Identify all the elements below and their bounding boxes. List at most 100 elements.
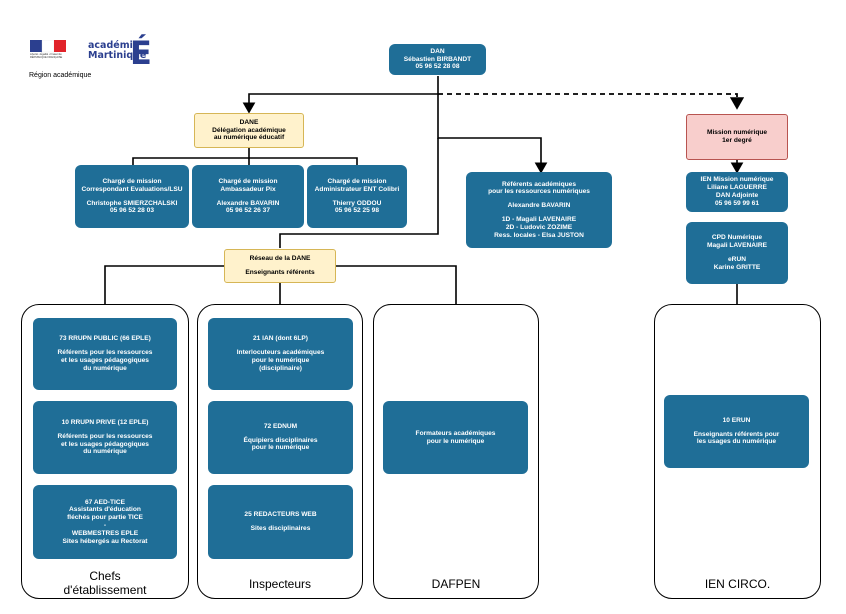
academie-logo: académie Martinique É xyxy=(88,34,160,72)
box-line: 67 AED-TICE xyxy=(84,498,126,506)
box-line: pour le numérique xyxy=(426,437,485,445)
dane-box: DANE Délégation académique au numérique … xyxy=(194,113,304,148)
box-line: 10 RRUPN PRIVE (12 EPLE) xyxy=(61,418,149,426)
dan-line: DAN xyxy=(430,47,445,55)
panel-dafpen-label: DAFPEN xyxy=(431,577,481,591)
box-line: pour le numérique xyxy=(251,444,310,452)
box-line: Référents pour les ressources xyxy=(57,432,153,440)
box-line: 25 REDACTEURS WEB xyxy=(244,511,317,519)
box-line: Interlocuteurs académiques xyxy=(236,349,325,357)
dane-line: Délégation académique xyxy=(212,126,286,134)
connector-reseau-panels xyxy=(104,265,457,304)
cpd-line: CPD Numérique xyxy=(711,234,763,242)
charge-line: Thierry ODDOU xyxy=(332,199,382,207)
box-line: Sites disciplinaires xyxy=(250,525,311,532)
box-line: 10 ERUN xyxy=(722,416,751,424)
charge-box-pix: Chargé de mission Ambassadeur Pix Alexan… xyxy=(192,165,304,228)
cpd-line: Karine GRITTE xyxy=(713,263,761,271)
panel-ien-label: IEN CIRCO. xyxy=(704,577,771,591)
box-line: WEBMESTRES EPLE xyxy=(71,529,139,537)
panel-inspecteurs-label: Inspecteurs xyxy=(248,577,312,591)
charge-box-evaluations: Chargé de mission Correspondant Evaluati… xyxy=(75,165,189,228)
panel-chefs-label: Chefs d'établissement xyxy=(63,569,147,597)
rrupn-public-box: 73 RRUPN PUBLIC (66 EPLE) Référents pour… xyxy=(33,318,177,390)
aed-tice-box: 67 AED-TICE Assistants d'éducation fléch… xyxy=(33,485,177,559)
box-line: les usages du numérique xyxy=(696,438,777,446)
charge-line: Chargé de mission xyxy=(327,177,387,185)
referents-box: Référents académiques pour les ressource… xyxy=(466,172,612,248)
connector-dan-referents xyxy=(437,94,548,174)
ien-mission-line: 05 96 59 99 61 xyxy=(715,199,759,207)
box-line: Enseignants référents pour xyxy=(693,430,780,438)
referents-line: Référents académiques xyxy=(501,180,577,188)
referents-line: 2D - Ludovic ZOZIME xyxy=(505,223,573,231)
redacteurs-web-box: 25 REDACTEURS WEB Sites disciplinaires xyxy=(208,485,353,559)
charge-line: Alexandre BAVARIN xyxy=(216,199,280,207)
charge-line: 05 96 52 28 03 xyxy=(110,207,154,215)
cpd-line: Magali LAVENAIRE xyxy=(707,242,767,250)
reseau-box: Réseau de la DANE Enseignants référents xyxy=(224,249,336,283)
charge-line: Ambassadeur Pix xyxy=(220,185,276,193)
dane-line: au numérique éducatif xyxy=(213,134,285,142)
charge-line: 05 96 52 26 37 xyxy=(226,207,270,215)
mission-numerique-box: Mission numérique 1er degré xyxy=(686,114,788,160)
dan-box: DAN Sébastien BIRBANDT 05 96 52 28 08 xyxy=(389,44,486,75)
mission-line: Mission numérique xyxy=(706,129,768,137)
flag-caption: Liberté • Égalité • Fraternité RÉPUBLIQU… xyxy=(30,53,63,59)
logo-line2: Martinique xyxy=(88,50,147,61)
ian-box: 21 IAN (dont 6LP) Interlocuteurs académi… xyxy=(208,318,353,390)
charge-box-ent: Chargé de mission Administrateur ENT Col… xyxy=(307,165,407,228)
box-line: 72 EDNUM xyxy=(263,422,298,430)
referents-line: Ress. locales - Elsa JUSTON xyxy=(494,231,584,239)
box-line: du numérique xyxy=(83,448,127,456)
formateurs-box: Formateurs académiques pour le numérique xyxy=(383,401,528,474)
box-line: et les usages pédagogiques xyxy=(61,357,149,364)
box-line: et les usages pédagogiques xyxy=(61,440,149,448)
reseau-line: Réseau de la DANE xyxy=(249,255,311,263)
dan-line: Sébastien BIRBANDT xyxy=(403,55,472,63)
referents-line: pour les ressources numériques xyxy=(488,188,590,196)
box-line: fléchés pour partie TICE xyxy=(67,514,143,522)
referents-line: 1D - Magali LAVENAIRE xyxy=(501,216,577,223)
box-line: pour le numérique xyxy=(251,357,310,364)
box-line: Équipiers disciplinaires xyxy=(243,436,318,444)
ednum-box: 72 EDNUM Équipiers disciplinaires pour l… xyxy=(208,401,353,474)
box-line: Sites hébergés au Rectorat xyxy=(62,537,148,545)
ien-mission-line: Liliane LAGUERRE xyxy=(707,184,767,192)
box-line: Formateurs académiques xyxy=(415,429,496,437)
mission-line: 1er degré xyxy=(722,137,752,144)
box-line: (disciplinaire) xyxy=(259,364,302,372)
logo-e-letter: É xyxy=(130,34,152,72)
box-line: du numérique xyxy=(83,364,127,372)
rrupn-prive-box: 10 RRUPN PRIVE (12 EPLE) Référents pour … xyxy=(33,401,177,474)
charge-line: 05 96 52 25 98 xyxy=(335,207,379,215)
connector-dan-reseau xyxy=(279,138,439,248)
ien-mission-line: DAN Adjointe xyxy=(715,192,759,199)
cpd-line: eRUN xyxy=(728,256,746,263)
ien-mission-box: IEN Mission numérique Liliane LAGUERRE D… xyxy=(686,172,788,212)
flag-icon xyxy=(30,39,66,53)
charge-line: Administrateur ENT Colibri xyxy=(314,185,400,193)
box-line: 21 IAN (dont 6LP) xyxy=(253,335,308,343)
republic-flag-logo: Liberté • Égalité • Fraternité RÉPUBLIQU… xyxy=(30,39,68,68)
reseau-line: Enseignants référents xyxy=(245,269,315,276)
connector-dan-mission-dashed xyxy=(438,93,745,110)
box-line: 73 RRUPN PUBLIC (66 EPLE) xyxy=(59,335,151,343)
dane-line: DANE xyxy=(239,118,259,126)
cpd-box: CPD Numérique Magali LAVENAIRE eRUN Kari… xyxy=(686,222,788,284)
referents-line: Alexandre BAVARIN xyxy=(507,202,571,210)
logo-line1: académie xyxy=(88,40,140,51)
box-line: - xyxy=(103,522,107,529)
box-line: Référents pour les ressources xyxy=(57,349,153,357)
charge-line: Correspondant Evaluations/LSU xyxy=(81,185,183,193)
erun-box: 10 ERUN Enseignants référents pour les u… xyxy=(664,395,809,468)
charge-line: Christophe SMIERZCHALSKI xyxy=(86,199,178,207)
connector-dan-dane xyxy=(242,76,439,114)
charge-line: Chargé de mission xyxy=(102,177,162,185)
connector-dane-charges xyxy=(132,148,358,165)
ien-mission-line: IEN Mission numérique xyxy=(700,176,774,184)
dan-line: 05 96 52 28 08 xyxy=(415,63,460,71)
box-line: Assistants d'éducation xyxy=(69,506,141,514)
charge-line: Chargé de mission xyxy=(218,177,278,185)
